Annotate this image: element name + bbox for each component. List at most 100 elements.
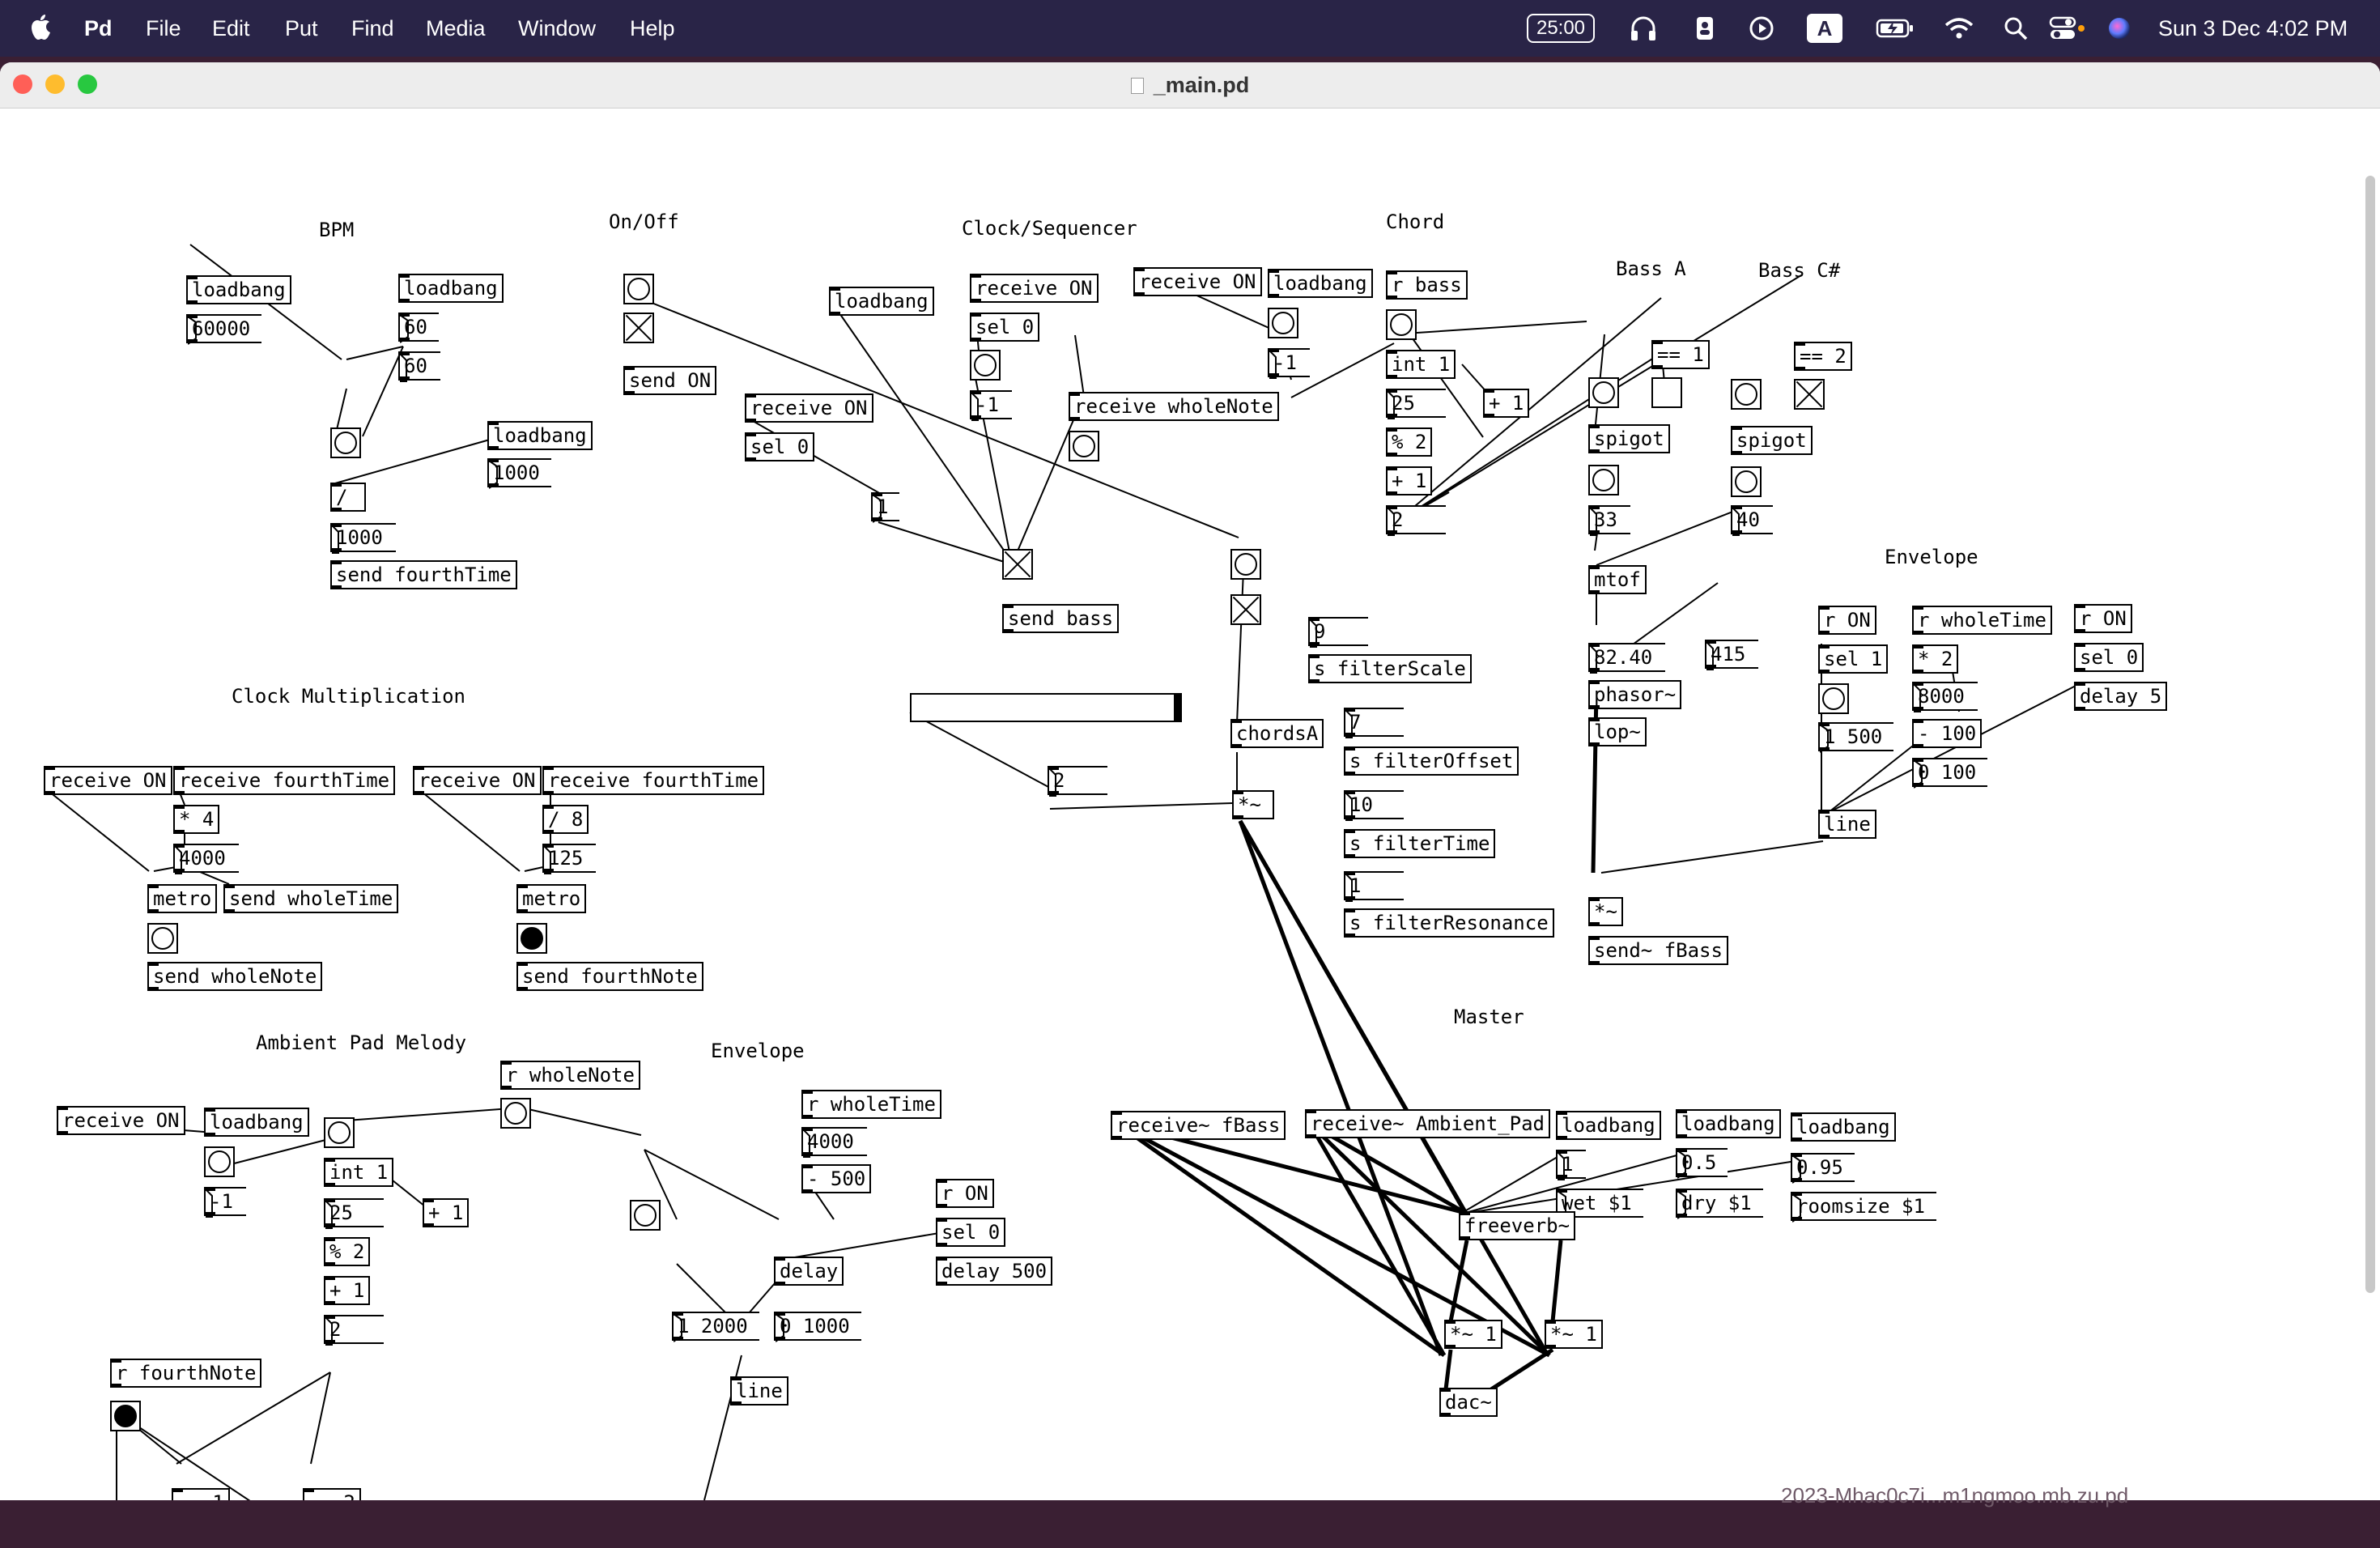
object-box[interactable]: send fourthTime xyxy=(330,560,517,589)
patch-canvas[interactable]: BPM On/Off Clock/Sequencer Chord Bass A … xyxy=(0,108,2380,1500)
object-box[interactable]: receive ON xyxy=(745,393,873,423)
menubar-datetime[interactable]: Sun 3 Dec 4:02 PM xyxy=(2158,16,2348,40)
object-box[interactable]: + 1 xyxy=(324,1276,371,1305)
object-box[interactable]: r fourthNote xyxy=(110,1359,262,1388)
object-box[interactable]: loadbang xyxy=(829,287,934,316)
object-box[interactable]: int 1 xyxy=(324,1158,394,1187)
message-box[interactable]: 60 xyxy=(398,313,439,343)
control-center-icon[interactable] xyxy=(2048,14,2087,43)
object-box[interactable]: s filterOffset xyxy=(1344,746,1519,776)
object-box[interactable]: s filterResonance xyxy=(1344,908,1554,938)
apple-icon[interactable] xyxy=(29,0,53,57)
menu-put[interactable]: Put xyxy=(285,16,318,40)
object-box[interactable]: mtof xyxy=(1588,565,1647,594)
object-box[interactable]: + 1 xyxy=(1483,389,1530,418)
bang-button[interactable] xyxy=(500,1098,531,1129)
object-box[interactable]: == 2 xyxy=(1794,342,1852,371)
number-box[interactable]: 10 xyxy=(1344,790,1404,821)
object-box[interactable]: receive~ Ambient_Pad xyxy=(1305,1109,1550,1138)
zoom-button[interactable] xyxy=(78,74,97,94)
object-box[interactable]: receive ON xyxy=(1133,267,1262,296)
object-box[interactable]: % 2 xyxy=(324,1237,371,1266)
object-box[interactable]: + 1 xyxy=(423,1198,470,1227)
bang-button[interactable] xyxy=(1818,683,1849,714)
object-box[interactable]: == 1 xyxy=(172,1488,230,1500)
object-box[interactable]: int 1 xyxy=(1386,350,1456,379)
object-box[interactable]: lop~ xyxy=(1588,717,1647,746)
number-box[interactable]: -1 xyxy=(204,1187,246,1218)
object-box[interactable]: receive ON xyxy=(57,1106,185,1135)
object-box[interactable]: s filterTime xyxy=(1344,829,1496,858)
message-box[interactable]: 1 xyxy=(871,492,900,523)
object-box[interactable]: loadbang xyxy=(204,1108,309,1137)
object-box[interactable]: r wholeTime xyxy=(801,1090,941,1119)
object-box[interactable]: send wholeNote xyxy=(147,962,323,991)
bang-button[interactable] xyxy=(1268,308,1298,338)
wifi-icon[interactable] xyxy=(1943,14,1975,43)
number-box[interactable]: 8000 xyxy=(1912,682,1978,712)
object-box[interactable]: loadbang xyxy=(1556,1111,1661,1140)
object-box[interactable]: receive ON xyxy=(44,766,172,795)
number-box[interactable]: 25 xyxy=(324,1198,384,1229)
battery-charging-icon[interactable] xyxy=(1875,14,1915,43)
object-box[interactable]: loadbang xyxy=(1676,1109,1781,1138)
object-box[interactable]: r wholeNote xyxy=(500,1061,640,1090)
object-box[interactable]: receive ON xyxy=(970,274,1099,303)
timer-badge[interactable]: 25:00 xyxy=(1527,14,1595,43)
number-box[interactable]: 33 xyxy=(1588,505,1630,536)
object-box[interactable]: delay 500 xyxy=(936,1257,1053,1286)
message-box[interactable]: 0 1000 xyxy=(774,1312,861,1342)
number-box[interactable]: 7 xyxy=(1344,708,1404,738)
object-box[interactable]: / xyxy=(330,483,366,512)
vertical-scrollbar[interactable] xyxy=(2365,176,2375,1293)
close-button[interactable] xyxy=(13,74,32,94)
clockmult-bang-2[interactable] xyxy=(516,923,547,954)
object-box[interactable]: chordsA xyxy=(1230,719,1324,748)
menu-file[interactable]: File xyxy=(146,16,181,40)
number-box[interactable]: -1 xyxy=(1268,348,1310,379)
bang-button[interactable] xyxy=(1731,466,1762,497)
number-box[interactable]: 1000 xyxy=(330,523,396,554)
object-box[interactable]: sel 0 xyxy=(936,1218,1006,1247)
message-box[interactable]: 60000 xyxy=(186,314,262,345)
object-box[interactable]: send fourthNote xyxy=(516,962,703,991)
object-box[interactable]: delay xyxy=(774,1257,844,1286)
number-box[interactable]: 1 xyxy=(1556,1150,1587,1180)
message-box[interactable]: dry $1 xyxy=(1676,1189,1763,1219)
object-box[interactable]: freeverb~ xyxy=(1459,1211,1576,1240)
search-icon[interactable] xyxy=(2001,14,2030,43)
object-box[interactable]: - 100 xyxy=(1912,719,1983,748)
bang-button[interactable] xyxy=(630,1200,661,1231)
number-box[interactable]: 40 xyxy=(1731,505,1773,536)
message-box[interactable]: 1 500 xyxy=(1818,722,1894,753)
ambient-bang-fourth[interactable] xyxy=(110,1401,141,1431)
object-box[interactable]: loadbang xyxy=(1268,269,1373,298)
object-box[interactable]: *~ xyxy=(1588,897,1623,926)
seq-toggle[interactable] xyxy=(1002,549,1033,580)
object-box[interactable]: == 1 xyxy=(1651,340,1710,369)
message-box[interactable]: 1 2000 xyxy=(672,1312,759,1342)
object-box[interactable]: sel 0 xyxy=(745,432,815,461)
object-box[interactable]: receive fourthTime xyxy=(542,766,765,795)
object-box[interactable]: loadbang xyxy=(1791,1112,1896,1142)
number-box[interactable]: 9 xyxy=(1308,617,1368,648)
number-box[interactable]: 25 xyxy=(1386,389,1446,419)
bang-button[interactable] xyxy=(324,1117,355,1148)
object-box[interactable]: receive wholeNote xyxy=(1069,392,1279,421)
bang-button[interactable] xyxy=(1230,549,1261,580)
object-box[interactable]: r wholeTime xyxy=(1912,606,2052,635)
object-box[interactable]: % 2 xyxy=(1386,427,1433,457)
bang-button[interactable] xyxy=(330,427,361,458)
object-box[interactable]: send ON xyxy=(623,366,717,395)
slider-knob[interactable] xyxy=(1174,693,1180,722)
object-box[interactable]: == 2 xyxy=(303,1488,361,1500)
bang-button[interactable] xyxy=(970,350,1001,381)
object-box[interactable]: send wholeTime xyxy=(223,884,399,913)
object-box[interactable]: loadbang xyxy=(186,275,291,304)
bang-button[interactable] xyxy=(204,1146,235,1177)
object-box[interactable]: sel 0 xyxy=(970,313,1040,342)
object-box[interactable]: / 8 xyxy=(542,805,589,834)
object-box[interactable]: *~ 1 xyxy=(1444,1320,1502,1349)
bang-button[interactable] xyxy=(1588,377,1619,408)
object-box[interactable]: sel 1 xyxy=(1818,644,1889,674)
